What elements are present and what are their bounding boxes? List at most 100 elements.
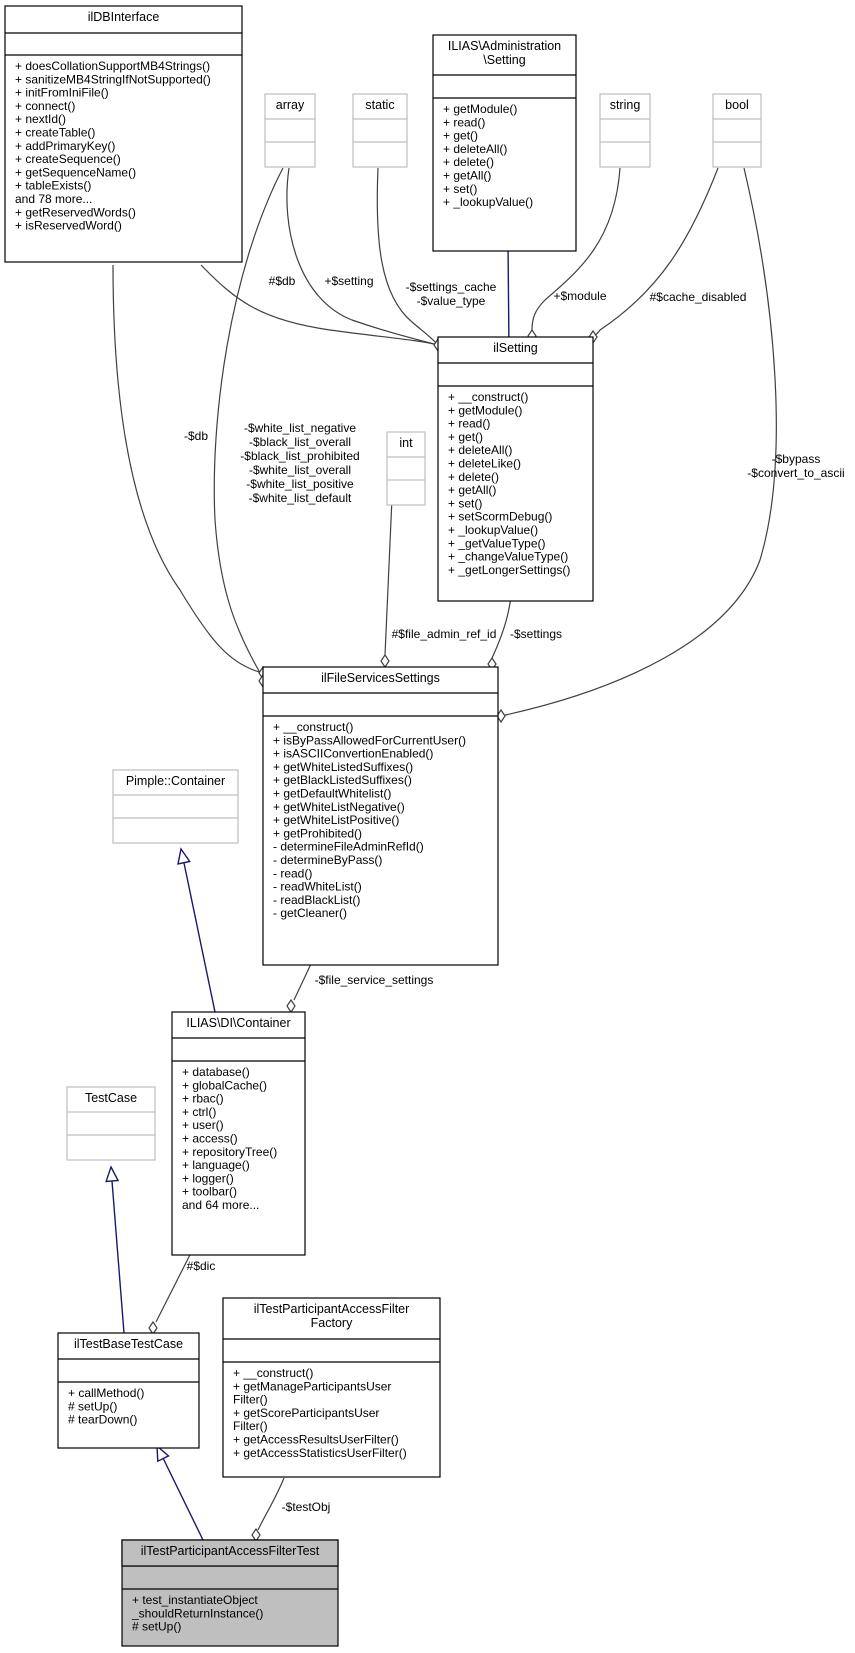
class-box-frame [599, 93, 651, 168]
class-method: Filter() [233, 1419, 268, 1433]
class-box-iltestbasetestcase: ilTestBaseTestCase+ callMethod()# setUp(… [57, 1332, 200, 1449]
class-method: + isReservedWord() [15, 219, 122, 233]
class-title: ilFileServicesSettings [321, 671, 440, 685]
inheritance-arrowhead-testcase [105, 1165, 120, 1183]
association-edge-db-fss [112, 264, 264, 674]
class-box-frame [437, 336, 594, 602]
class-method: + _lookupValue() [443, 195, 533, 209]
class-method: + deleteAll() [443, 142, 507, 156]
class-method: + getAll() [443, 169, 491, 183]
class-box-title-band [121, 1539, 339, 1567]
class-title: TestCase [85, 1091, 137, 1105]
class-box-string: string [599, 93, 651, 168]
class-title: Pimple::Container [126, 774, 225, 788]
edge-label-white-list-default: -$white_list_default [249, 491, 352, 505]
class-method: + getSequenceName() [15, 165, 136, 179]
class-method: + toolbar() [182, 1185, 237, 1199]
edge-label-db-fss: -$db [184, 429, 208, 443]
class-box-frame [264, 93, 316, 168]
association-edge-bool-fss [500, 167, 777, 717]
class-method: + logger() [182, 1171, 234, 1185]
class-method: + createTable() [15, 126, 95, 140]
aggregation-diamond-fss-dic [286, 998, 296, 1014]
class-method: - determineByPass() [273, 853, 382, 867]
class-method: and 64 more... [182, 1198, 259, 1212]
class-method: + nextId() [15, 112, 66, 126]
class-box-int: int [386, 431, 426, 506]
class-method: + addPrimaryKey() [15, 139, 115, 153]
class-box-ilfileservicessettings: ilFileServicesSettings+ __construct()+ i… [262, 666, 499, 966]
edge-label-db-setting: #$db [269, 274, 296, 288]
class-method: + _lookupValue() [448, 523, 538, 537]
class-method: + _getLongerSettings() [448, 563, 570, 577]
inheritance-edge-basetestcase [162, 1457, 204, 1541]
edge-label-file-admin-ref-id: #$file_admin_ref_id [392, 627, 497, 641]
class-method: + getReservedWords() [15, 205, 136, 219]
class-title: ilTestParticipantAccessFilterTest [141, 1544, 320, 1558]
class-box-ildbinterface: ilDBInterface + doesCollationSupportMB4St… [4, 5, 243, 263]
class-title: ilTestParticipantAccessFilter [254, 1302, 410, 1316]
edge-label-white-list-positive: -$white_list_positive [246, 477, 354, 491]
class-box-frame [386, 431, 426, 506]
class-title: Factory [311, 1316, 353, 1330]
class-method: and 78 more... [15, 192, 92, 206]
class-method: + getManageParticipantsUser [233, 1379, 391, 1393]
class-box-ilsetting: ilSetting+ __construct()+ getModule()+ r… [437, 336, 594, 602]
class-box-frame [57, 1332, 200, 1449]
association-edge-static-setting [376, 167, 439, 346]
class-box-testcase: TestCase [66, 1086, 156, 1161]
class-box-pimple-container: Pimple::Container [112, 769, 239, 844]
class-method: + read() [448, 417, 490, 431]
class-method: + createSequence() [15, 152, 121, 166]
edge-label-bypass: -$bypass [772, 452, 821, 466]
class-title: array [276, 98, 305, 112]
class-method: + deleteLike() [448, 457, 521, 471]
edge-label-test-obj: -$testObj [282, 1500, 331, 1514]
class-method: + ctrl() [182, 1105, 216, 1119]
association-edge-factory-filtertest [257, 1477, 285, 1531]
inheritance-edge-testcase [111, 1180, 125, 1334]
inheritance-edge-adminsetting [507, 242, 510, 351]
class-method: + delete() [448, 470, 499, 484]
diagram-nodes: ilDBInterface + doesCollationSupportMB4St… [4, 5, 762, 1647]
class-box-ilias-di-container: ILIAS\DI\Container+ database()+ globalCa… [171, 1011, 306, 1256]
association-edge-array-fss [213, 167, 284, 679]
class-method: + getModule() [448, 403, 522, 417]
association-edge-db-setting [200, 264, 439, 346]
edge-label-black-list-prohibited: -$black_list_prohibited [240, 449, 359, 463]
class-title: ilDBInterface [88, 10, 160, 24]
class-box-frame [222, 1297, 441, 1478]
aggregation-diamond-int-fss [380, 653, 390, 669]
class-method: _shouldReturnInstance() [131, 1606, 263, 1620]
inheritance-edge-pimple [183, 862, 216, 1013]
class-method: + getWhiteListedSuffixes() [273, 760, 413, 774]
class-method: + doesCollationSupportMB4Strings() [15, 59, 210, 73]
edge-label-white-list-overall: -$white_list_overall [249, 463, 351, 477]
class-method: + user() [182, 1118, 224, 1132]
class-method: + getBlackListedSuffixes() [273, 773, 412, 787]
edge-label-settings: -$settings [510, 627, 562, 641]
class-title: static [365, 98, 394, 112]
class-title: string [610, 98, 641, 112]
diagram-edge-labels: #$db+$setting-$settings_cache-$value_typ… [184, 274, 845, 1514]
class-method: # setUp() [68, 1399, 117, 1413]
class-method: + test_instantiateObject [132, 1593, 258, 1607]
class-box-frame [432, 34, 577, 252]
edge-label-setting-array: +$setting [324, 274, 373, 288]
edge-label-value-type: -$value_type [417, 294, 486, 308]
class-box-frame [112, 769, 239, 844]
class-box-frame [66, 1086, 156, 1161]
class-method: + getModule() [443, 102, 517, 116]
class-method: + callMethod() [68, 1386, 144, 1400]
class-method: + getAccessResultsUserFilter() [233, 1433, 399, 1447]
class-box-frame [4, 5, 243, 263]
class-title: int [399, 436, 413, 450]
class-title: \Setting [483, 53, 525, 67]
class-method: + set() [443, 182, 477, 196]
class-method: + repositoryTree() [182, 1145, 277, 1159]
class-method: + language() [182, 1158, 250, 1172]
edge-label-cache-disabled: #$cache_disabled [650, 290, 747, 304]
class-method: + set() [448, 496, 482, 510]
